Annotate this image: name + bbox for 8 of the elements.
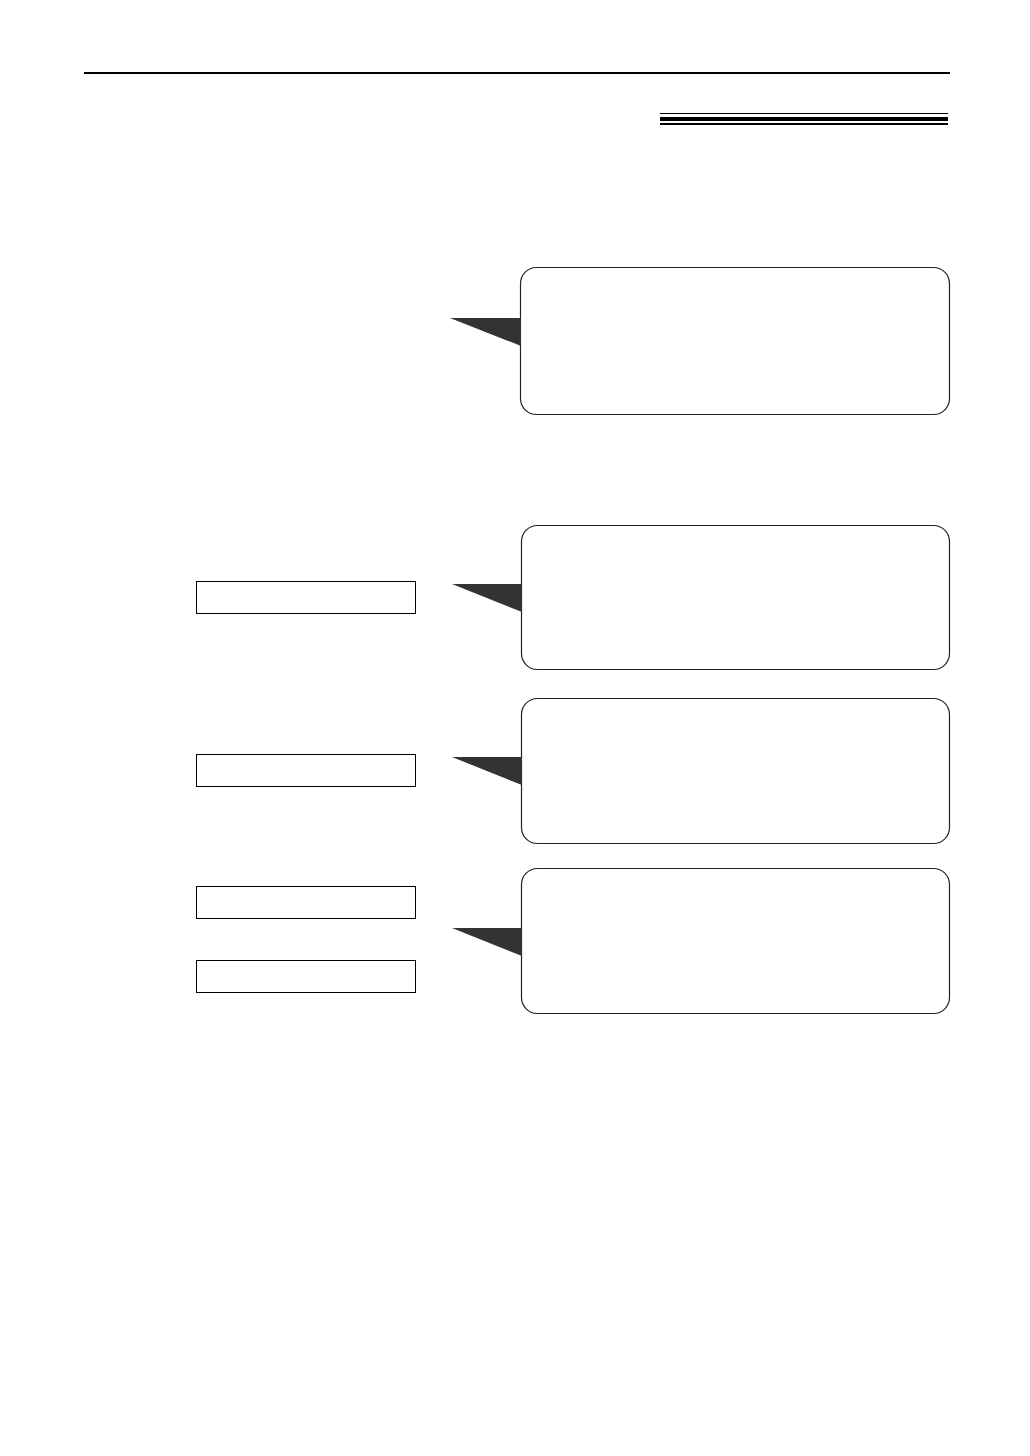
- empty-box: [196, 754, 416, 787]
- callout-bubble: [452, 868, 950, 1014]
- callout-bubble: [452, 698, 950, 844]
- empty-box: [196, 886, 416, 919]
- empty-box: [196, 581, 416, 614]
- empty-box: [196, 960, 416, 993]
- callout-bubble: [452, 525, 950, 670]
- callout-bubble: [450, 267, 950, 415]
